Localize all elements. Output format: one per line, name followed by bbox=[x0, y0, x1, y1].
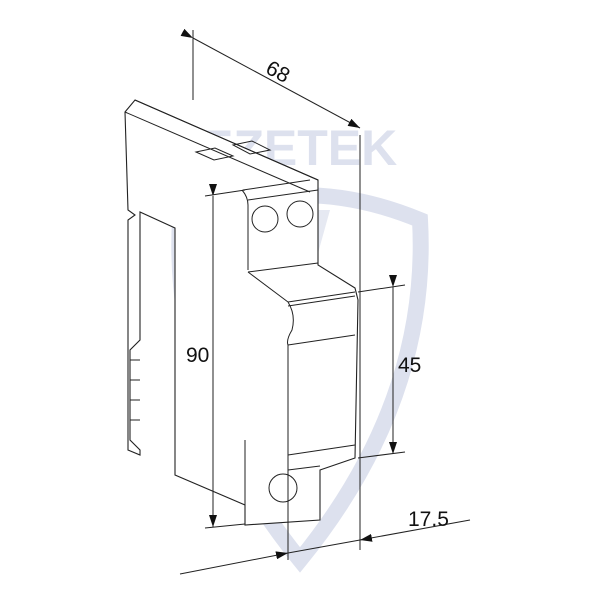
slot-left bbox=[194, 147, 235, 161]
dimension-height-label: 90 bbox=[186, 344, 209, 367]
terminal-screw-left bbox=[251, 205, 279, 233]
dimension-depth-label: 68 bbox=[262, 56, 293, 87]
device-outline bbox=[124, 99, 359, 526]
slot-right bbox=[231, 140, 272, 155]
dimension-front-height: 45 bbox=[357, 275, 421, 459]
terminal-screw-right bbox=[286, 200, 314, 228]
dimension-width-label: 17.5 bbox=[408, 508, 449, 531]
dimension-height: 90 bbox=[186, 184, 246, 529]
dimension-front-height-label: 45 bbox=[398, 354, 421, 377]
dimension-width: 17.5 bbox=[179, 470, 471, 575]
terminal-screw-bottom bbox=[268, 473, 298, 503]
